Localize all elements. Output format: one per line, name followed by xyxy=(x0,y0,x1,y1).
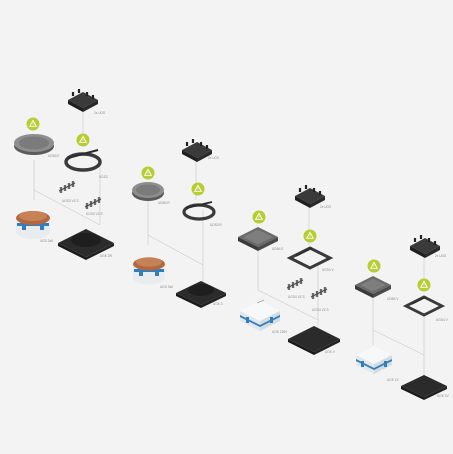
label-d-frame: UGS4 V xyxy=(436,318,449,322)
label-c-cover: UGK V xyxy=(325,350,336,354)
warning-badge-icon xyxy=(304,230,317,243)
label-a-frame: UGS3 xyxy=(99,175,108,179)
installation-box-c xyxy=(240,300,280,331)
label-c-box: UGE 226V xyxy=(272,330,288,334)
label-c-clip: UGS4 VZ S xyxy=(288,295,305,299)
assembly-group-b: 2x UGS UDB3 R UDS3 R UGS 3s6 UGK 3 xyxy=(132,139,226,308)
label-a-cover: UGK 3R xyxy=(100,254,113,258)
installation-box-b xyxy=(133,257,165,284)
label-b-parts: 2x UGS xyxy=(208,156,219,160)
label-b-box: UGS 3s6 xyxy=(160,285,173,289)
warning-badge-icon xyxy=(418,279,431,292)
clip-set-a2 xyxy=(85,197,101,209)
warning-badge-icon xyxy=(77,134,90,147)
installation-box-d xyxy=(356,346,392,374)
warning-badge-icon xyxy=(142,167,155,180)
warning-badge-icon xyxy=(368,260,381,273)
label-a-parts: 2x UGS xyxy=(94,111,105,115)
assembly-group-c: 2x UGS UDB4 E UGS4 V UGS4 VZ S UGS4 VZ S xyxy=(238,185,340,355)
warning-badge-icon xyxy=(192,183,205,196)
label-c-tray: UDB4 E xyxy=(272,247,284,251)
label-d-tray: UDB4 V xyxy=(387,297,399,301)
label-c-parts: 2x UGS xyxy=(320,205,331,209)
label-a-clip2: UGS3 VZ S xyxy=(86,212,103,216)
label-d-cover: UGK 4V xyxy=(437,394,450,398)
frame-c xyxy=(290,248,330,268)
warning-badge-icon xyxy=(27,118,40,131)
mounting-parts-a xyxy=(68,89,98,112)
clip-set-c1 xyxy=(287,278,303,290)
tray-d xyxy=(355,276,391,298)
label-c-frame: UGS4 V xyxy=(322,268,335,272)
installation-box-a xyxy=(16,211,50,239)
clip-set-c2 xyxy=(311,287,327,299)
label-c-clip2: UGS4 VZ S xyxy=(312,308,329,312)
assembly-group-d: 2x UGS UDB4 V UGS4 V UGE 4V xyxy=(355,235,450,400)
label-b-frame: UDS3 R xyxy=(210,223,222,227)
warning-badge-icon xyxy=(253,211,266,224)
label-a-clip1: UGS3 VZ S xyxy=(62,199,79,203)
assembly-group-a: 2x UGS UDB3 E UGS3 UGS3 VZ S UGS3 VZ S U… xyxy=(14,89,114,260)
label-d-parts: 2x UGS xyxy=(435,254,446,258)
label-a-box: UGS 3s6 xyxy=(40,239,53,243)
label-b-lid: UDB3 R xyxy=(158,201,170,205)
label-a-lid: UDB3 E xyxy=(48,154,60,158)
clip-set-a1 xyxy=(59,181,75,193)
label-d-box: UGE 4V xyxy=(387,378,400,382)
label-b-cover: UGK 3 xyxy=(213,302,223,306)
